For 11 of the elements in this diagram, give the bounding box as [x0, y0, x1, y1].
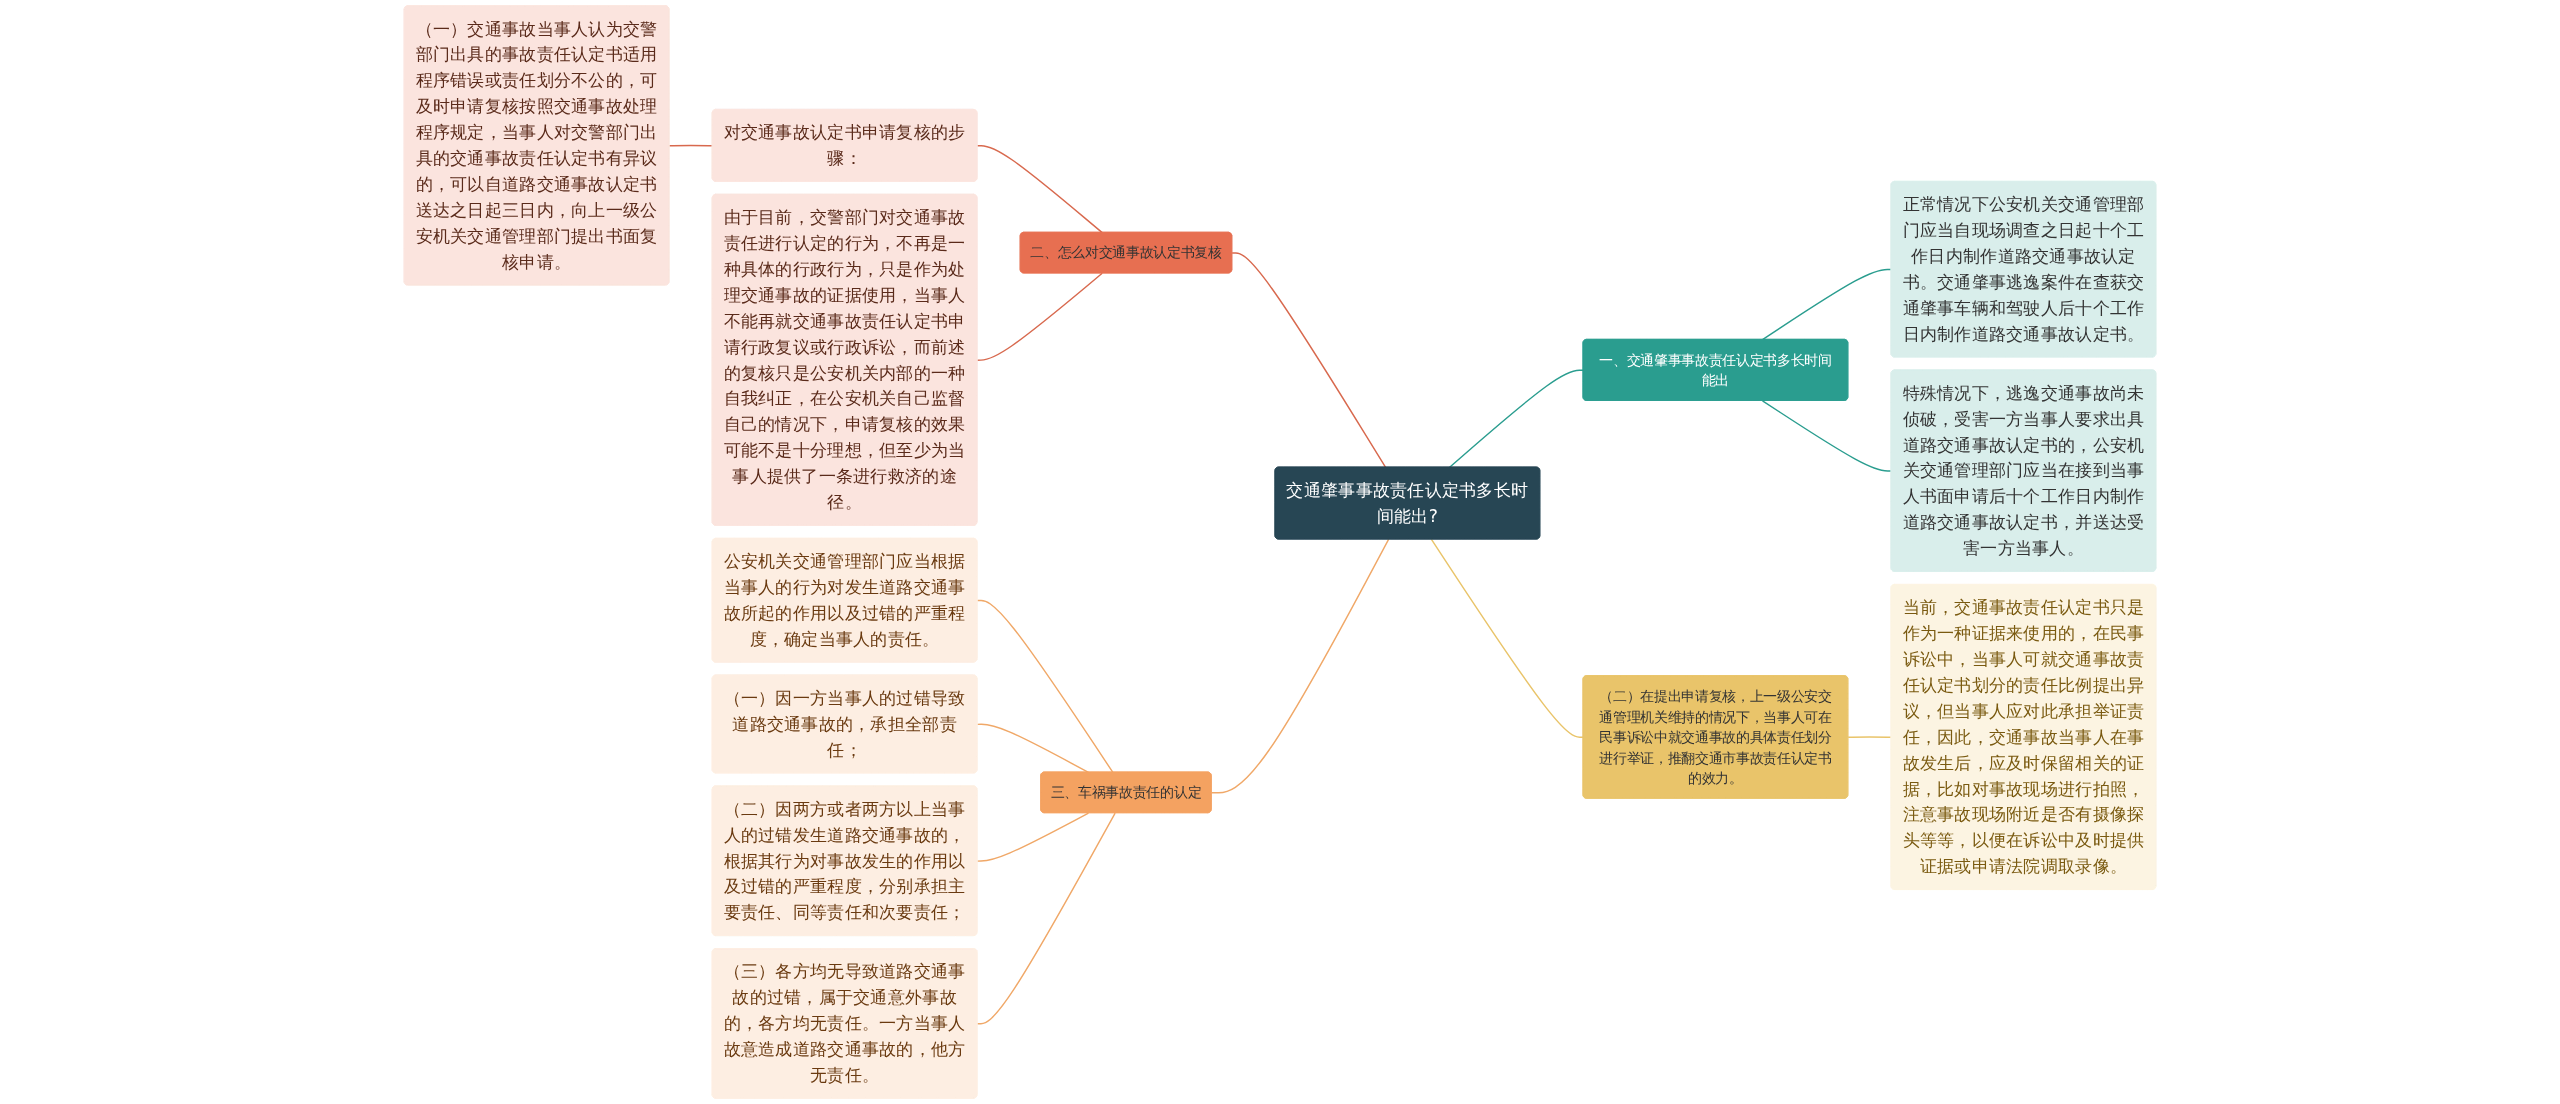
connector: [976, 144, 1103, 234]
connector: [1210, 538, 1390, 794]
connector: [976, 599, 1114, 774]
connector: [1231, 252, 1387, 469]
connector: [1761, 400, 1893, 472]
connector: [976, 272, 1103, 361]
connector: [976, 812, 1116, 1025]
connector: [976, 812, 1090, 862]
connector: [668, 144, 714, 147]
connector: [1761, 268, 1893, 341]
connector: [1847, 736, 1893, 739]
